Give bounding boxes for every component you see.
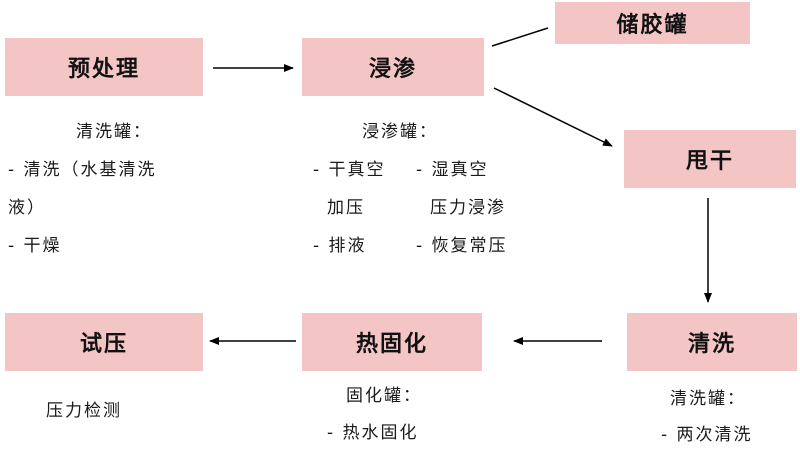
pretreat-note-item: - 清洗（水基清洗 bbox=[8, 160, 157, 180]
step-heat-cure-label: 热固化 bbox=[355, 332, 428, 357]
wash-note-item: - 两次清洗 bbox=[661, 425, 753, 445]
step-storage-box: 储胶罐 bbox=[555, 2, 750, 44]
step-pretreat-box: 预处理 bbox=[5, 38, 203, 96]
step-impregnate-box: 浸渗 bbox=[302, 38, 484, 96]
impregnate-note-item: - 干真空 bbox=[313, 160, 386, 180]
pretreat-tank-label: 清洗罐： bbox=[76, 122, 152, 142]
impregnate-tank-label: 浸渗罐： bbox=[362, 122, 438, 142]
step-heat-cure-box: 热固化 bbox=[302, 313, 482, 371]
impregnate-notes-right: - 湿真空 压力浸渗 - 恢复常压 bbox=[416, 151, 508, 265]
step-pressure-test-box: 试压 bbox=[5, 313, 203, 371]
connector-impregnate-storage bbox=[491, 27, 549, 47]
step-wash-box: 清洗 bbox=[627, 313, 797, 371]
pretreat-notes: - 清洗（水基清洗 液） - 干燥 bbox=[8, 151, 157, 265]
step-storage-label: 储胶罐 bbox=[616, 13, 689, 38]
impregnate-note-item: - 排液 bbox=[313, 236, 367, 256]
pretreat-note-item: 液） bbox=[8, 198, 46, 218]
step-spin-dry-label: 甩干 bbox=[685, 149, 734, 174]
pressure-test-note-item: 压力检测 bbox=[46, 401, 122, 421]
pretreat-note-item: - 干燥 bbox=[8, 236, 62, 256]
impregnate-note-item: 压力浸渗 bbox=[430, 198, 506, 218]
wash-tank-label: 清洗罐： bbox=[670, 389, 746, 409]
impregnate-note-item: 加压 bbox=[327, 198, 365, 218]
step-spin-dry-box: 甩干 bbox=[624, 130, 796, 188]
impregnate-note-item: - 恢复常压 bbox=[416, 236, 508, 256]
heat-cure-note-item: - 热水固化 bbox=[327, 423, 419, 443]
step-wash-label: 清洗 bbox=[687, 332, 736, 357]
impregnate-note-item: - 湿真空 bbox=[416, 160, 489, 180]
step-pretreat-label: 预处理 bbox=[67, 57, 140, 82]
step-pressure-test-label: 试压 bbox=[79, 332, 128, 357]
step-impregnate-label: 浸渗 bbox=[368, 57, 417, 82]
heat-cure-tank-label: 固化罐： bbox=[346, 386, 422, 406]
arrow-impregnate-to-spin-dry bbox=[493, 87, 613, 147]
impregnate-notes-left: - 干真空 加压 - 排液 bbox=[313, 151, 386, 265]
